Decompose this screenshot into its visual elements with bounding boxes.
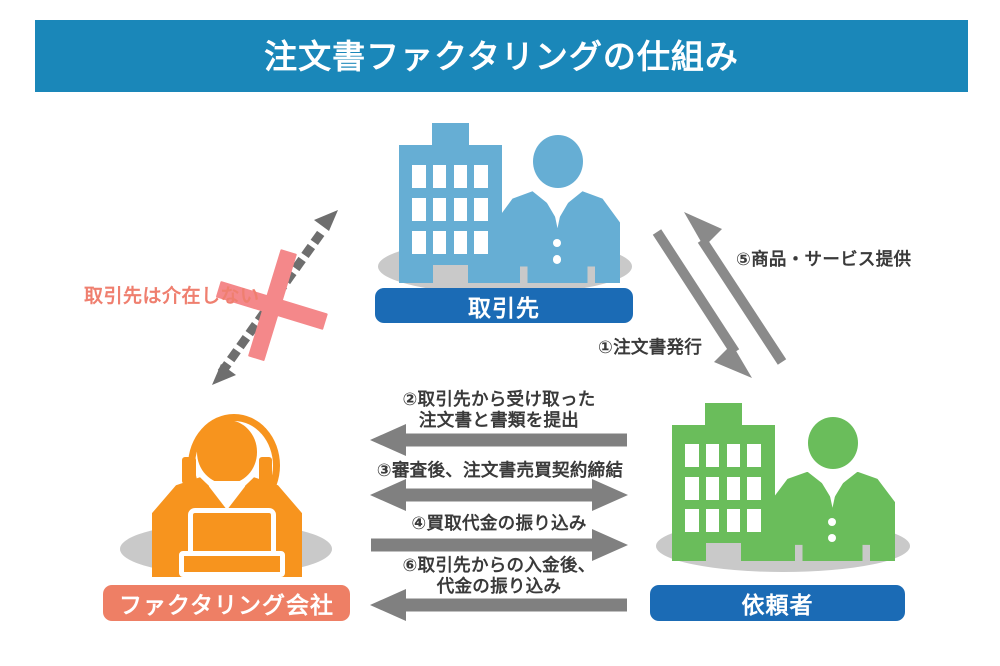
node-label-iraisha: 依頼者 [650,585,905,621]
flow-label-2: ②取引先から受け取った 注文書と書類を提出 [402,390,596,432]
page-title: 注文書ファクタリングの仕組み [264,36,739,76]
flow-label-4: ④買取代金の振り込み [411,514,587,534]
node-label-torihikisaki: 取引先 [375,288,633,323]
operator-with-headset-icon [152,405,302,577]
no-involvement-label: 取引先は介在しない [84,285,260,307]
businessman-icon [495,135,620,283]
node-factoring-company [110,405,345,583]
title-banner: 注文書ファクタリングの仕組み [35,20,968,92]
businessman-icon [770,417,895,561]
flow-label-5: ⑤商品・サービス提供 [736,250,912,270]
node-label-text: 依頼者 [741,593,814,619]
node-label-factoring-company: ファクタリング会社 [103,585,350,621]
flow-label-3: ③審査後、注文書売買契約締結 [376,461,624,481]
node-torihikisaki [370,115,640,330]
building-icon [399,123,502,283]
node-iraisha [648,395,918,577]
flow-label-6: ⑥取引先からの入金後、 代金の振り込み [402,556,596,598]
flow-label-1: ①注文書発行 [598,338,703,358]
flow-arrow-3 [370,479,628,511]
node-label-text: ファクタリング会社 [118,593,335,619]
node-label-text: 取引先 [468,295,540,322]
building-icon [672,403,775,561]
